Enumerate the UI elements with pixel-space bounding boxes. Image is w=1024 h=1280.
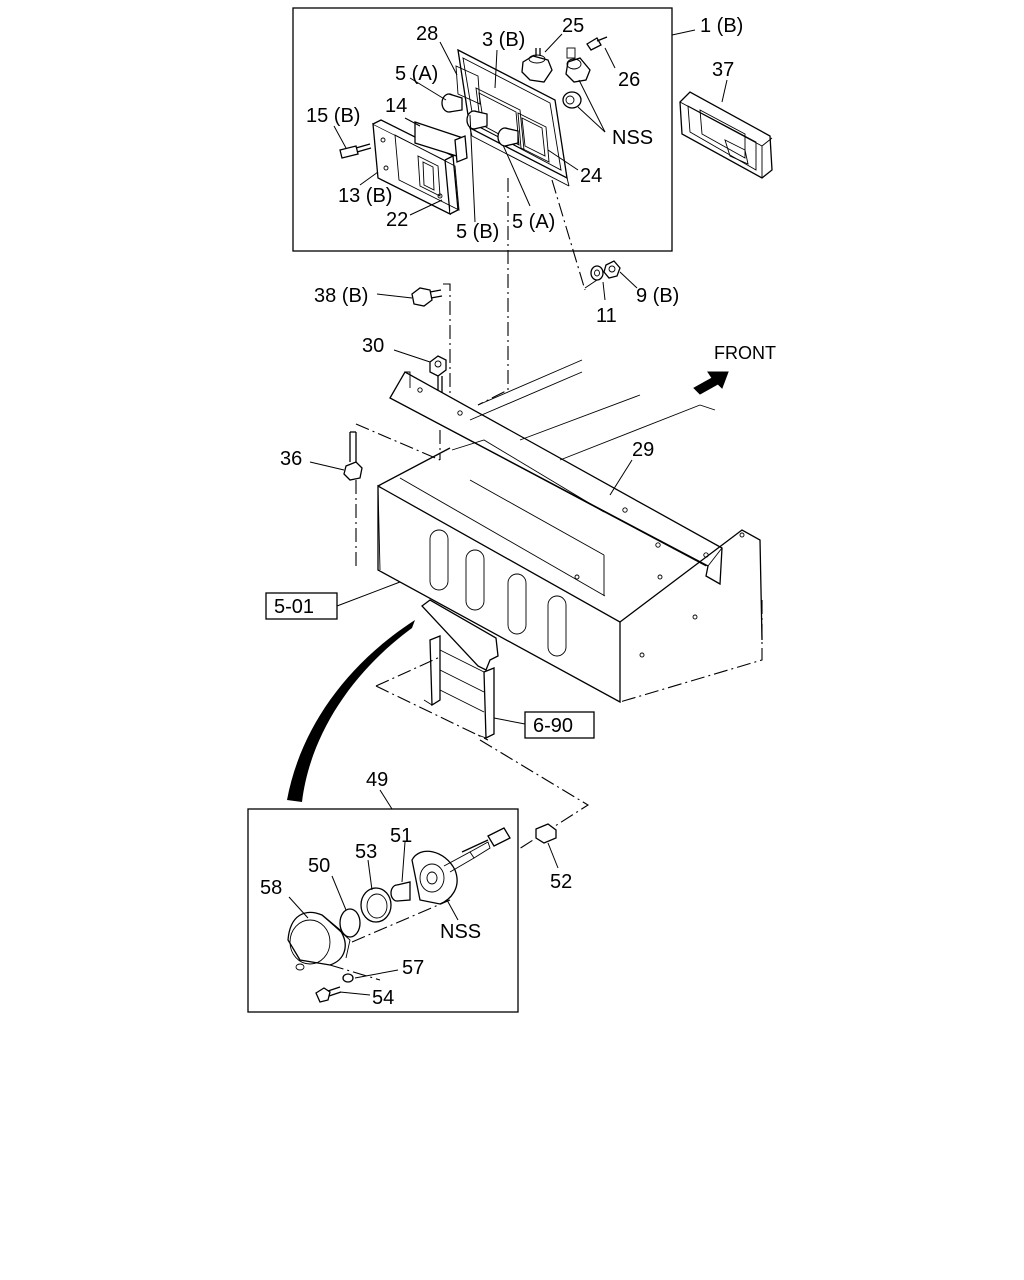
bolt-38b	[411, 287, 443, 307]
reflector-37	[679, 91, 773, 179]
grommet-nss	[562, 91, 582, 109]
callout-36: 36	[280, 448, 302, 470]
bulb-5a-lower	[497, 127, 519, 147]
lens-58	[287, 911, 351, 971]
callout-9b: 9 (B)	[636, 285, 679, 307]
screw-54	[315, 986, 342, 1003]
gasket-14	[414, 121, 468, 163]
callout-22: 22	[386, 209, 408, 231]
screw-26	[586, 36, 608, 51]
callout-1b: 1 (B)	[700, 15, 743, 37]
bracket-29	[389, 371, 723, 586]
callout-3b: 3 (B)	[482, 29, 525, 51]
screw-15b	[339, 143, 372, 159]
callout-49: 49	[366, 769, 388, 791]
callout-26: 26	[618, 69, 640, 91]
callout-38b: 38 (B)	[314, 285, 368, 307]
ref-label-6-90: 6-90	[533, 715, 573, 737]
detail-box-lamp-assembly	[292, 7, 673, 252]
callout-15b: 15 (B)	[306, 105, 360, 127]
callout-13b: 13 (B)	[338, 185, 392, 207]
nut-30	[429, 355, 447, 377]
front-direction-arrow	[693, 371, 729, 395]
washer-11	[590, 265, 604, 281]
callout-nss-top: NSS	[612, 127, 653, 149]
detail-pointer-arrow	[287, 620, 415, 802]
connector-52	[535, 823, 557, 844]
gasket-50	[339, 908, 361, 938]
bulb-51	[390, 881, 411, 902]
lamp-body-nss	[411, 841, 491, 905]
socket-25	[521, 48, 553, 83]
callout-29: 29	[632, 439, 654, 461]
frame-crossmembers	[469, 359, 716, 461]
callout-5a-top: 5 (A)	[395, 63, 438, 85]
nut-9b	[603, 260, 621, 279]
bolt-36	[343, 431, 363, 481]
centerline-bolt-38b	[443, 283, 451, 420]
callout-50: 50	[308, 855, 330, 877]
centerline-bolt-36	[355, 423, 441, 461]
centerline-mount	[551, 179, 586, 291]
callout-53: 53	[355, 841, 377, 863]
wire-connector	[461, 827, 511, 853]
callout-30: 30	[362, 335, 384, 357]
detail-box-49	[247, 808, 519, 1013]
callout-25: 25	[562, 15, 584, 37]
callout-58: 58	[260, 877, 282, 899]
ref-label-5-01: 5-01	[274, 596, 314, 618]
callout-51: 51	[390, 825, 412, 847]
callout-54: 54	[372, 987, 394, 1009]
ref-box-6-90	[524, 711, 595, 739]
callout-14: 14	[385, 95, 407, 117]
callout-57: 57	[402, 957, 424, 979]
front-label: FRONT	[714, 343, 776, 363]
callout-11: 11	[596, 305, 617, 327]
callout-52: 52	[550, 871, 572, 893]
callout-5b: 5 (B)	[456, 221, 499, 243]
rear-crossmember	[377, 439, 763, 704]
ring-53	[360, 887, 392, 923]
callout-24: 24	[580, 165, 602, 187]
clip-nss	[565, 47, 591, 83]
lamp-bracket-stay	[421, 599, 499, 740]
callout-nss-bottom: NSS	[440, 921, 481, 943]
callout-5a-bottom: 5 (A)	[512, 211, 555, 233]
callout-28: 28	[416, 23, 438, 45]
callout-37: 37	[712, 59, 734, 81]
bulb-5a-upper	[441, 93, 463, 113]
lens-22	[394, 134, 460, 211]
washer-57	[342, 973, 354, 983]
centerline-harness	[477, 178, 509, 406]
